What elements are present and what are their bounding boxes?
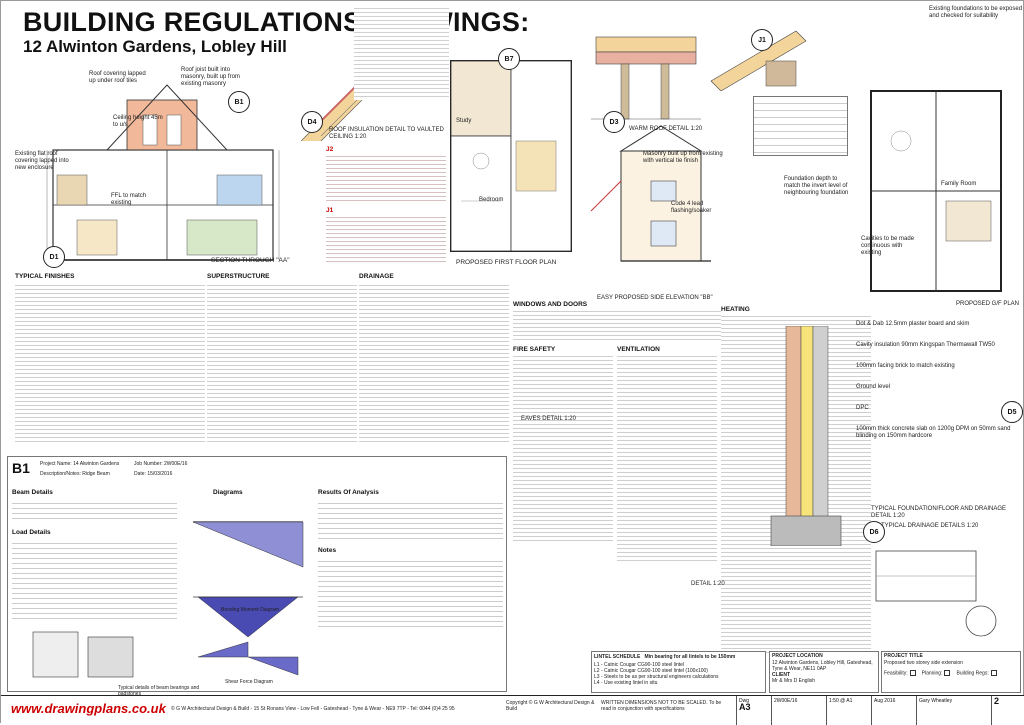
foundation-depth-label: Foundation depth to match the invert lev… (784, 176, 849, 196)
spec-table (753, 96, 848, 156)
brand-logo: www.drawingplans.co.uk (11, 701, 166, 716)
marker-d5: D5 (1001, 401, 1023, 423)
marker-b7: B7 (498, 48, 520, 70)
notes-column-1: TYPICAL FINISHES (15, 273, 205, 451)
company-address: © G W Architectural Design & Build - 15 … (171, 706, 455, 712)
notes-column-5: FIRE SAFETY (513, 346, 613, 546)
project-title-block: PROJECT TITLE Proposed two storey side e… (881, 651, 1021, 693)
marker-b1-top: B1 (228, 91, 250, 113)
first-floor-plan (450, 60, 572, 252)
foundation-labels: Dot & Dab 12.5mm plaster board and skim … (856, 321, 1011, 439)
notes-text-block-3 (359, 282, 509, 442)
notes-column-2: SUPERSTRUCTURE (207, 273, 357, 451)
foundation-detail (770, 326, 842, 546)
elevation-label: EASY PROPOSED SIDE ELEVATION "BB" (597, 295, 713, 301)
gf-plan-label: PROPOSED G/F PLAN (956, 301, 1020, 307)
beam-bearing-sketch (32, 631, 134, 678)
warm-roof-detail (591, 36, 701, 120)
feasibility-checkbox (909, 670, 916, 676)
study-label: Study (456, 118, 472, 124)
existing-foundation-label: Existing foundations to be exposed and c… (929, 6, 1023, 19)
marker-d3: D3 (603, 111, 625, 133)
notes-column-4: WINDOWS AND DOORS (513, 301, 721, 341)
roof-lapped-label: Roof covering lapped up under roof tiles (89, 71, 146, 84)
notes-text-block-2 (207, 282, 357, 442)
beam-diagrams (192, 521, 304, 676)
section-aa-drawing (46, 84, 280, 261)
roof-joist-label: Roof joist built into masonry, built up … (181, 67, 240, 87)
top-notes-block (354, 5, 449, 100)
beam-calculations-panel: B1 Project Name: 14 Alwinton Gardens Job… (7, 456, 507, 697)
bedroom-label: Bedroom (479, 197, 504, 203)
planning-checkbox (944, 670, 951, 676)
disclaimer: WRITTEN DIMENSIONS NOT TO BE SCALED. To … (601, 700, 722, 712)
j1-detail (710, 30, 807, 91)
marker-j1: J1 (751, 29, 773, 51)
notes-heading-general: TYPICAL FINISHES (15, 273, 75, 280)
notes-column-3: DRAINAGE (359, 273, 509, 451)
family-room-label: Family Room (941, 181, 977, 187)
copyright-note: Copyright © G W Architectural Design & B… (506, 700, 595, 712)
existing-roof-label: Existing flat roof covering lapped into … (15, 151, 69, 171)
marker-d6: D6 (863, 521, 885, 543)
notes-heading-fire: FIRE SAFETY (513, 346, 556, 353)
ffl-match-label: FFL to match existing (111, 193, 147, 206)
notes-heading-loading: SUPERSTRUCTURE (207, 273, 270, 280)
drainage-label: TYPICAL DRAINAGE DETAILS 1:20 (881, 523, 979, 529)
notes-text-block (15, 282, 205, 442)
ground-floor-plan (870, 90, 1002, 292)
calc-b1: B1 (12, 460, 30, 476)
notes-heading-ventilation: VENTILATION (617, 346, 660, 353)
marker-d1: D1 (43, 246, 65, 268)
section-aa-label: SECTION THROUGH "AA" (211, 257, 290, 264)
code4-label: Code 4 lead flashing/soaker (671, 201, 712, 214)
project-location-block: PROJECT LOCATION 12 Alwinton Gardens, Lo… (769, 651, 879, 693)
marker-d4: D4 (301, 111, 323, 133)
lintel-schedule: LINTEL SCHEDULE Min bearing for all lint… (591, 651, 766, 693)
notes-heading-windows: WINDOWS AND DOORS (513, 301, 588, 308)
drainage-detail (875, 550, 997, 637)
masonry-built-label: Masonry built up from existing with vert… (643, 151, 723, 164)
notes-column-6: VENTILATION (617, 346, 717, 566)
page-title: BUILDING REGULATIONS DRAWINGS: (23, 7, 530, 37)
roof-insulation-label: ROOF INSULATION DETAIL TO VAULTED CEILIN… (329, 127, 444, 140)
footer-bar: www.drawingplans.co.uk © G W Architectur… (1, 695, 1024, 725)
ceiling-height-label: Ceiling height 45m to u/s (113, 115, 163, 128)
cavities-label: Cavities to be made continuous with exis… (861, 236, 915, 256)
page-subtitle: 12 Alwinton Gardens, Lobley Hill (23, 37, 287, 56)
notes-heading-heating: HEATING (721, 306, 750, 313)
detail-j1-label: DETAIL 1:20 (691, 581, 725, 587)
notes-heading-drainage: DRAINAGE (359, 273, 394, 280)
building-regs-checkbox (990, 670, 997, 676)
first-floor-label: PROPOSED FIRST FLOOR PLAN (456, 259, 557, 266)
side-elevation-drawing (590, 125, 711, 262)
joist-spec-block: J2 J1 (326, 146, 446, 266)
eaves-detail-label: EAVES DETAIL 1:20 (521, 416, 576, 422)
foundation-detail-label: TYPICAL FOUNDATION/FLOOR AND DRAINAGE DE… (871, 506, 1007, 519)
